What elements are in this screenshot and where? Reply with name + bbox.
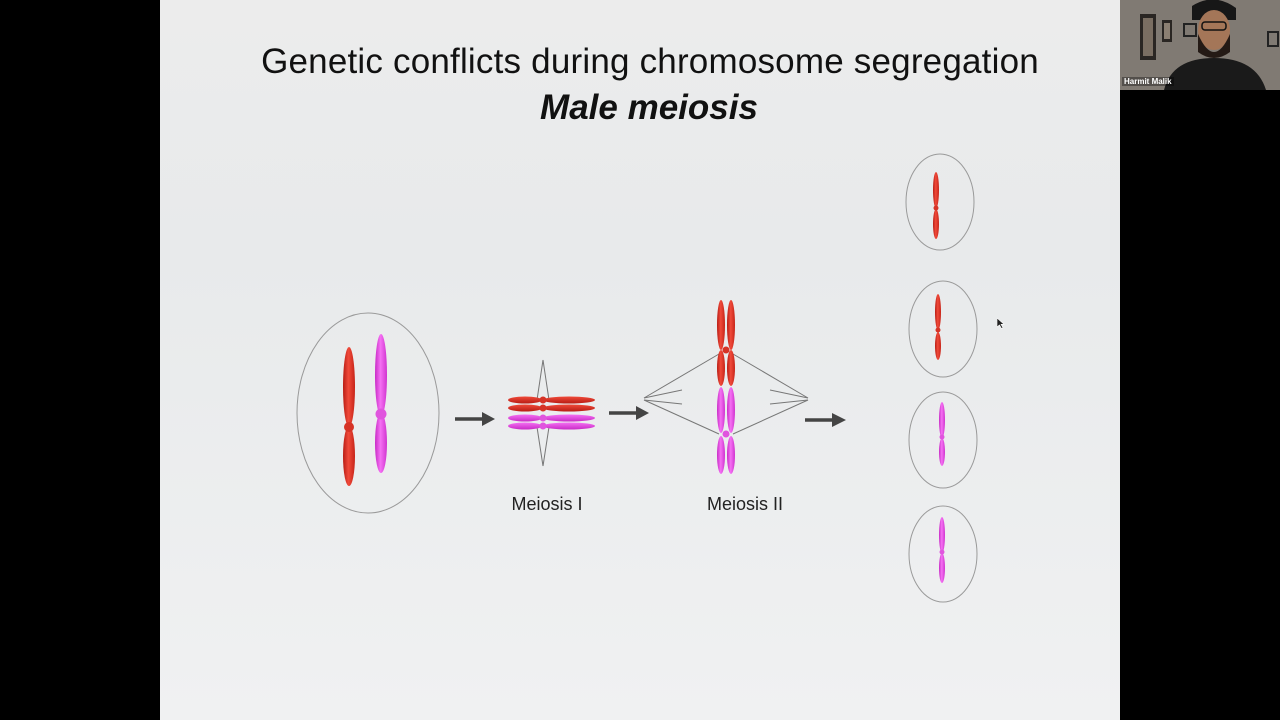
gamete-2 <box>908 280 978 378</box>
participant-video <box>1120 0 1280 90</box>
gamete-1 <box>905 153 975 251</box>
meiosis-1-label: Meiosis I <box>511 494 583 514</box>
meiosis-2-figure <box>643 300 809 474</box>
red-chromosome <box>343 347 355 486</box>
arrow-1 <box>455 412 495 426</box>
gamete-4 <box>908 505 978 603</box>
arrow-3 <box>805 413 846 427</box>
presentation-slide: Genetic conflicts during chromosome segr… <box>160 0 1120 720</box>
slide-subtitle: Male meiosis <box>540 88 758 127</box>
participant-name-label: Harmit Malik <box>1122 77 1174 86</box>
gamete-3 <box>908 391 978 489</box>
meiosis-1-figure <box>508 359 595 467</box>
arrow-2 <box>609 406 649 420</box>
meiosis-2-label: Meiosis II <box>706 494 784 514</box>
mouse-cursor-icon <box>997 318 1005 329</box>
webcam-video-thumbnail[interactable]: Harmit Malik <box>1120 0 1280 90</box>
parent-cell <box>296 312 440 514</box>
slide-title: Genetic conflicts during chromosome segr… <box>261 42 1039 81</box>
pink-chromosome <box>375 334 387 473</box>
meiosis-diagram <box>296 153 978 603</box>
